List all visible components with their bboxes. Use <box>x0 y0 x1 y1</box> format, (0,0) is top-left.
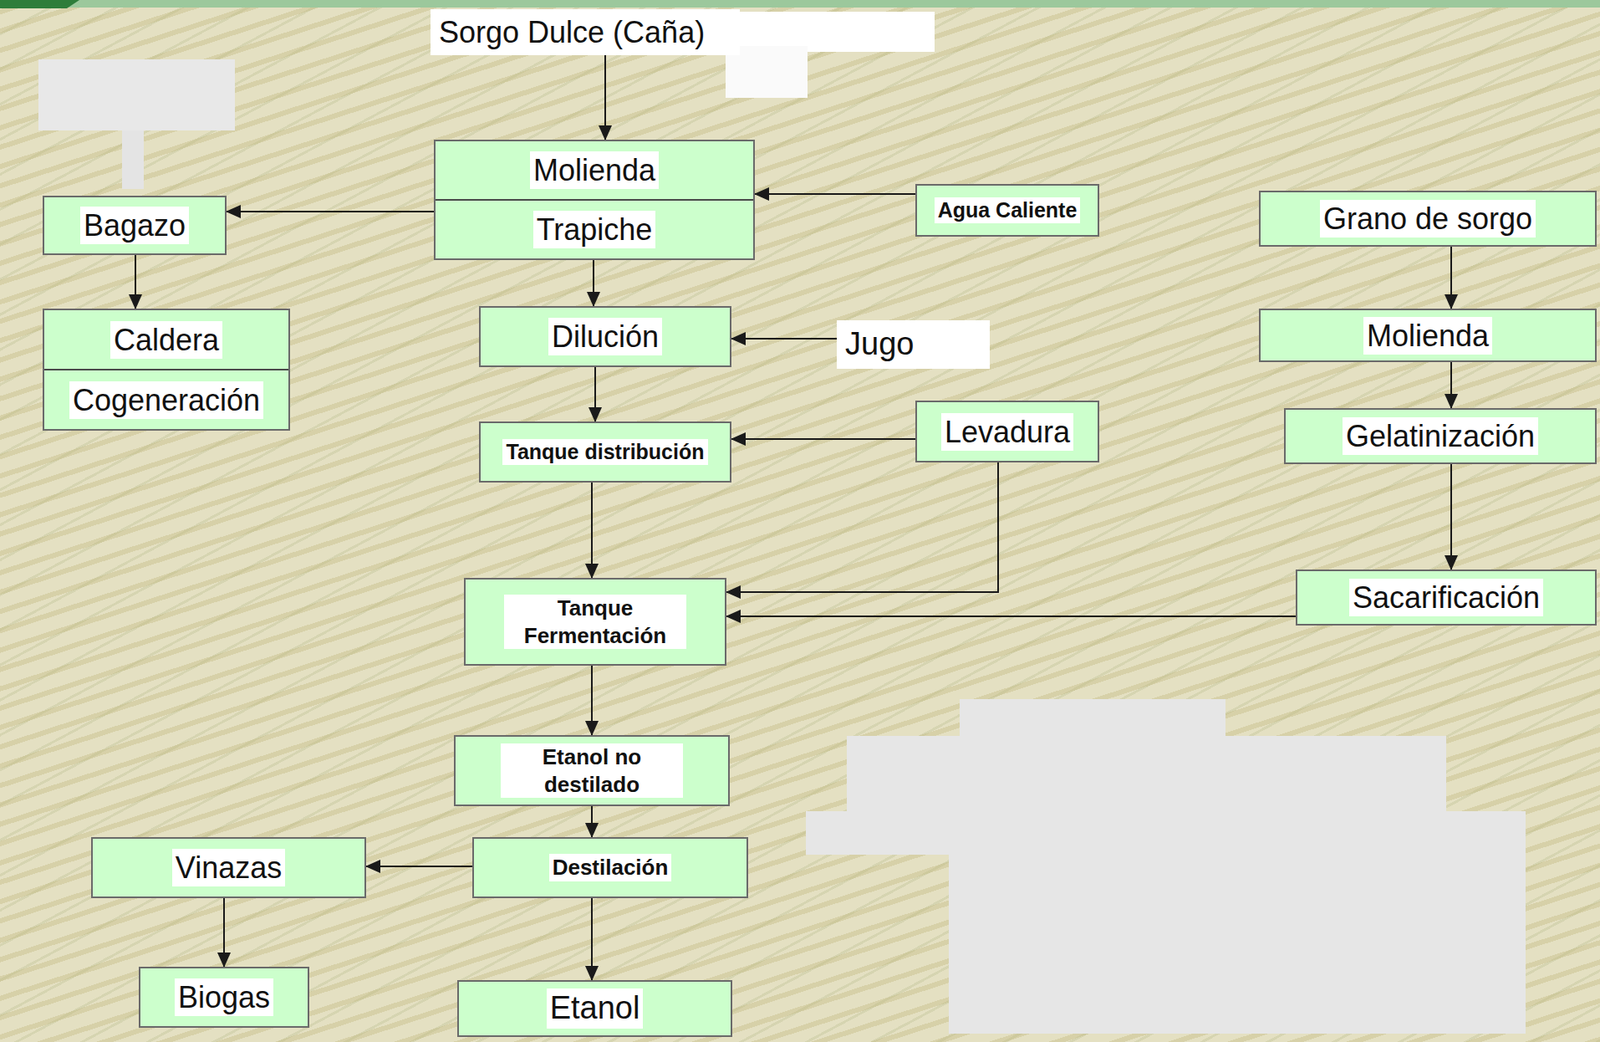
process-box: Sacarificación <box>1295 569 1597 626</box>
blank-patch <box>846 735 1447 813</box>
flow-arrow <box>591 897 593 980</box>
blank-patch <box>959 698 1226 738</box>
input-box: Agua Caliente <box>915 183 1100 237</box>
blank-patch <box>122 130 144 189</box>
node-text: Agua Caliente <box>934 197 1081 224</box>
process-box: Gelatinización <box>1284 407 1597 464</box>
flow-arrow <box>226 210 434 213</box>
node-text: Gelatinización <box>1342 417 1539 455</box>
process-box: CalderaCogeneración <box>42 308 291 431</box>
node-text: Vinazas <box>172 848 286 887</box>
input-label: Jugo <box>836 320 990 369</box>
box-section: Trapiche <box>435 198 754 259</box>
top-bar <box>0 0 1600 8</box>
node-text: Bagazo <box>80 206 189 245</box>
byproduct-box: Biogas <box>138 966 310 1028</box>
flow-arrow <box>1450 361 1453 408</box>
flow-arrow <box>592 259 595 306</box>
blank-patch <box>948 852 1526 1034</box>
source-box: Grano de sorgo <box>1258 190 1597 247</box>
flow-arrow <box>591 805 593 837</box>
process-box: Tanque Fermentación <box>463 577 727 666</box>
process-box: Destilación <box>472 836 749 898</box>
box-section: Caldera <box>44 310 289 369</box>
byproduct-box: Bagazo <box>42 195 227 255</box>
input-box: Levadura <box>915 400 1100 463</box>
box-section: Molienda <box>435 141 754 199</box>
process-box: Tanque distribución <box>478 421 732 483</box>
flow-arrow <box>754 193 916 195</box>
node-text: Molienda <box>1363 316 1493 355</box>
node-text: Tanque distribución <box>502 438 708 465</box>
node-text: Jugo <box>845 324 914 365</box>
flow-arrow <box>591 665 593 735</box>
node-text: Sacarificación <box>1349 578 1544 617</box>
node-text: Trapiche <box>533 210 657 249</box>
flow-arrow <box>223 897 225 967</box>
box-section: Cogeneración <box>44 368 289 429</box>
flow-arrow <box>1450 246 1453 309</box>
byproduct-box: Vinazas <box>91 836 367 898</box>
process-box: Molienda <box>1258 308 1597 362</box>
source-label: Sorgo Dulce (Caña) <box>430 9 740 56</box>
node-text: Tanque Fermentación <box>504 594 687 649</box>
node-text: Cogeneración <box>69 381 264 419</box>
process-box: MoliendaTrapiche <box>433 139 755 260</box>
node-text: Etanol <box>546 988 644 1029</box>
product-box: Etanol no destilado <box>453 734 730 806</box>
node-text: Grano de sorgo <box>1319 199 1536 238</box>
flow-arrow <box>594 366 597 422</box>
flow-arrow <box>731 337 837 340</box>
node-text: Dilución <box>548 317 663 356</box>
node-text: Destilación <box>549 853 673 882</box>
product-box: Etanol <box>457 979 733 1037</box>
node-text: Caldera <box>110 321 223 359</box>
flow-arrow <box>591 482 593 578</box>
blank-patch <box>38 59 235 131</box>
flow-arrow <box>726 615 1296 617</box>
flow-arrow <box>1450 463 1453 570</box>
corner-tab <box>0 0 80 9</box>
node-text: Sorgo Dulce (Caña) <box>438 13 705 51</box>
node-text: Etanol no destilado <box>500 743 683 798</box>
node-text: Molienda <box>529 151 659 189</box>
flow-arrow <box>366 865 473 867</box>
blank-patch <box>725 11 935 52</box>
blank-patch <box>805 810 1526 855</box>
node-text: Biogas <box>174 978 274 1016</box>
process-box: Dilución <box>478 305 732 367</box>
flow-arrow <box>726 462 999 592</box>
flow-arrow <box>731 438 916 440</box>
node-text: Levadura <box>941 412 1074 451</box>
flow-arrow <box>134 254 137 309</box>
flow-arrow <box>604 55 607 141</box>
